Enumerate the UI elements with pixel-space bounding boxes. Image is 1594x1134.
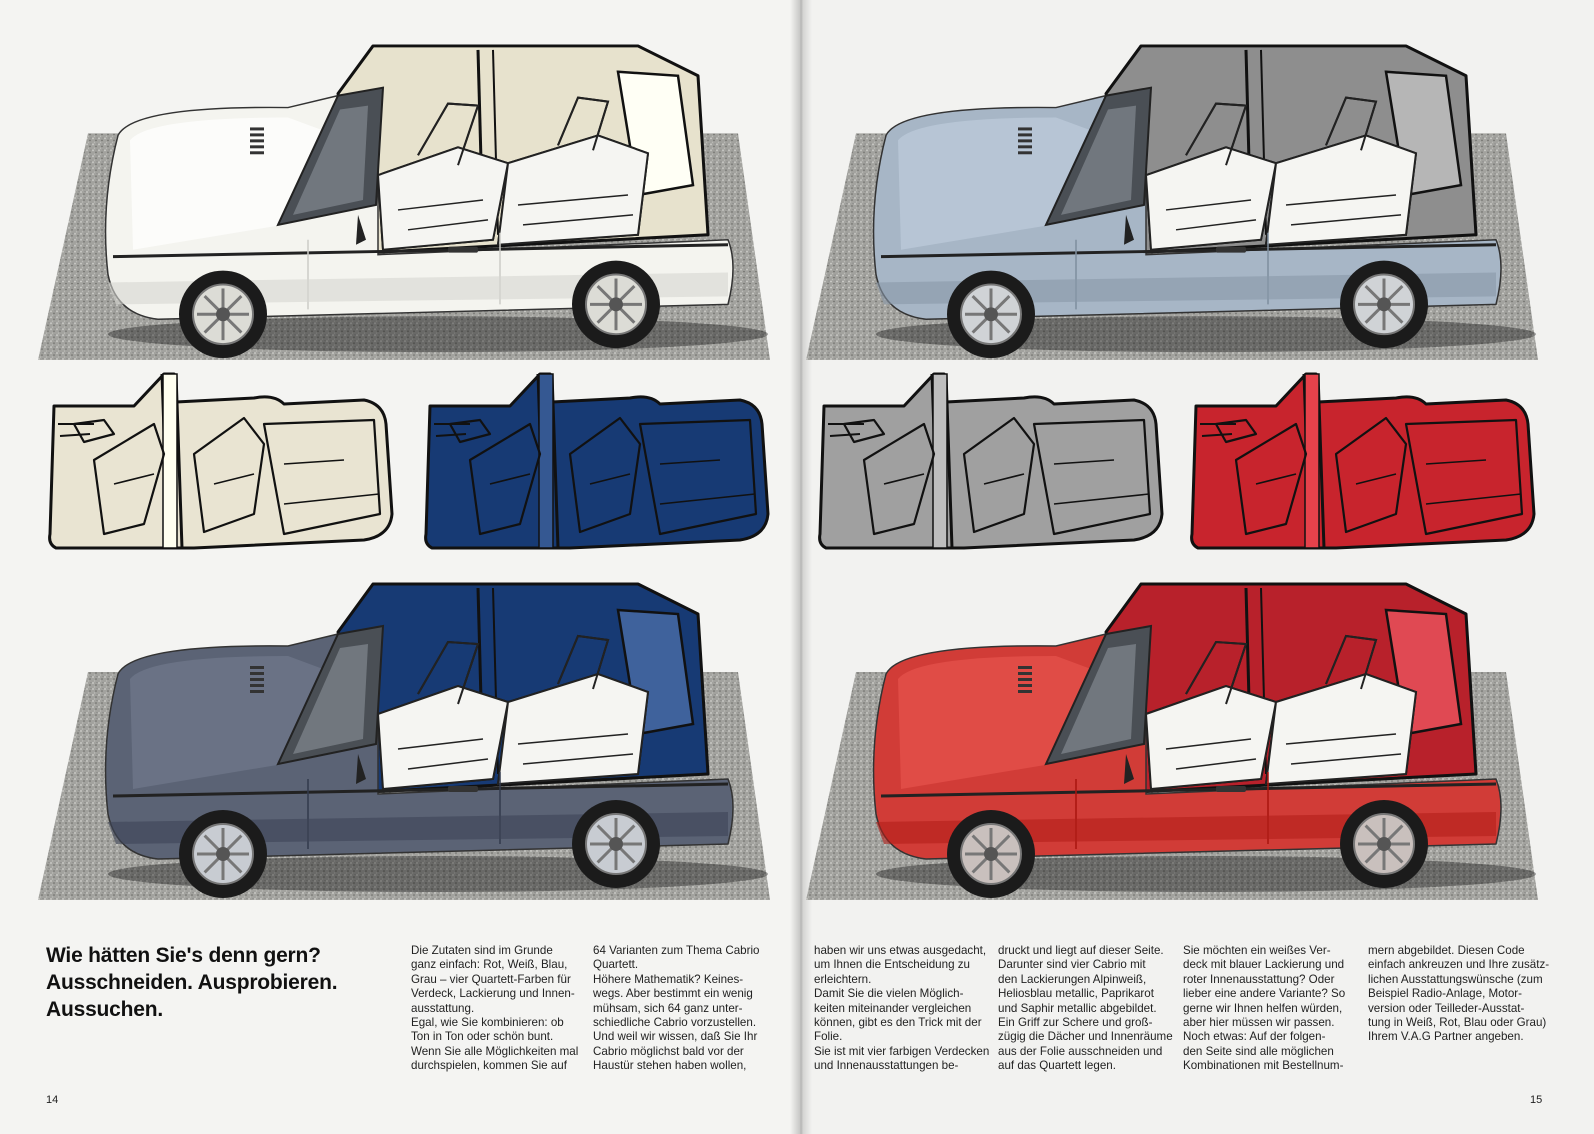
headline-line-1: Wie hätten Sie's denn gern? bbox=[46, 944, 321, 967]
text-column-5: Sie möchten ein weißes Ver- deck mit bla… bbox=[1183, 944, 1363, 1074]
page-number-right: 15 bbox=[1530, 1094, 1543, 1106]
paragraph: Höhere Mathematik? Keines- wegs. Aber be… bbox=[593, 972, 758, 1073]
car-anthracite-top-blue bbox=[38, 582, 770, 900]
paragraph: druckt und liegt auf dieser Seite. Darun… bbox=[998, 944, 1164, 1015]
car-white-top-white bbox=[38, 44, 770, 361]
car-white-figure bbox=[38, 36, 770, 364]
paragraph: Die Zutaten sind im Grunde ganz einfach:… bbox=[411, 944, 575, 1015]
cutout-top-white bbox=[48, 372, 394, 550]
paragraph: 64 Varianten zum Thema Cabrio Quartett. bbox=[593, 944, 760, 972]
cutout-white-figure bbox=[44, 364, 396, 558]
text-column-6: mern abgebildet. Diesen Code einfach ank… bbox=[1368, 944, 1550, 1045]
cutout-red-figure bbox=[1186, 364, 1538, 558]
headline-line-2: Ausschneiden. Ausprobieren. bbox=[46, 971, 338, 994]
paragraph: Sie möchten ein weißes Ver- deck mit bla… bbox=[1183, 944, 1346, 1030]
page-gutter bbox=[790, 0, 812, 1134]
headline: Wie hätten Sie's denn gern? Ausschneiden… bbox=[46, 942, 406, 1023]
cutout-grey-figure bbox=[814, 364, 1166, 558]
car-red-figure bbox=[806, 574, 1538, 904]
car-silver-top-grey bbox=[806, 44, 1538, 361]
cutout-top-grey bbox=[818, 372, 1164, 550]
cutout-top-blue bbox=[424, 372, 770, 550]
paragraph: mern abgebildet. Diesen Code einfach ank… bbox=[1368, 944, 1550, 1044]
text-column-4: druckt und liegt auf dieser Seite. Darun… bbox=[998, 944, 1178, 1074]
car-silver-figure bbox=[806, 36, 1538, 364]
cutout-top-red bbox=[1190, 372, 1536, 550]
car-anthracite-figure bbox=[38, 574, 770, 904]
text-column-2: 64 Varianten zum Thema Cabrio Quartett. … bbox=[593, 944, 773, 1074]
cutout-blue-figure bbox=[420, 364, 772, 558]
paragraph: Ein Griff zur Schere und groß- zügig die… bbox=[998, 1016, 1173, 1073]
paragraph: Damit Sie die vielen Möglich- keiten mit… bbox=[814, 987, 990, 1073]
paragraph: haben wir uns etwas ausgedacht, um Ihnen… bbox=[814, 944, 987, 986]
car-red-top-red bbox=[806, 582, 1538, 900]
headline-line-3: Aussuchen. bbox=[46, 998, 164, 1021]
paragraph: Egal, wie Sie kombinieren: ob Ton in Ton… bbox=[411, 1016, 579, 1073]
text-column-1: Die Zutaten sind im Grunde ganz einfach:… bbox=[411, 944, 589, 1074]
paragraph: Noch etwas: Auf der folgen- den Seite si… bbox=[1183, 1030, 1344, 1073]
text-column-3: haben wir uns etwas ausgedacht, um Ihnen… bbox=[814, 944, 994, 1074]
page-number-left: 14 bbox=[46, 1094, 59, 1106]
